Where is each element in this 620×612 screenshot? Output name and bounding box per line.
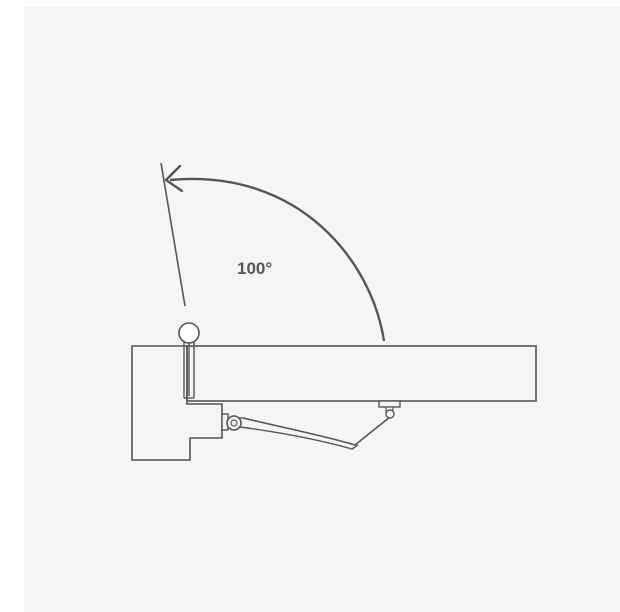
- curved-arrow-icon: [164, 164, 386, 342]
- mounting-bracket-icon: [378, 400, 401, 419]
- hinge-pivot-icon: [221, 413, 242, 431]
- angle-label: 100°: [237, 259, 272, 278]
- closer-arm-inner: [239, 426, 359, 450]
- diagram-canvas: [24, 7, 620, 612]
- closer-arm: [239, 416, 391, 446]
- door-leaf: [186, 345, 537, 402]
- open-door-line: [160, 162, 186, 307]
- door-knob-icon: [178, 322, 200, 399]
- door-frame: [131, 345, 223, 461]
